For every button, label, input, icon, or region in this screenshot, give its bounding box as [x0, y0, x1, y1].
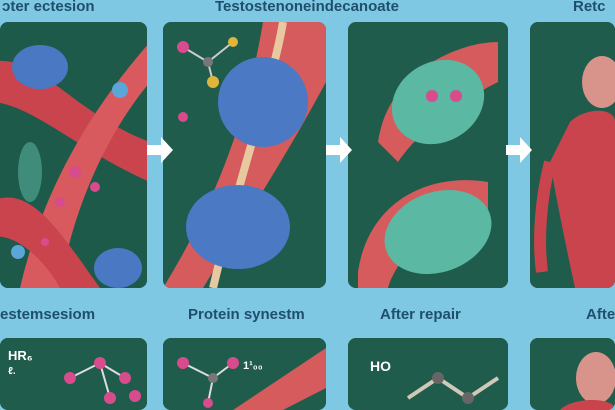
chem-formula: HO [370, 358, 391, 374]
label-top-left: ɔter ectesion [2, 0, 95, 15]
label-mid-far-right: Afte [586, 306, 615, 323]
arrow-right-icon [326, 135, 352, 165]
panel-chem-right: HO [348, 338, 508, 410]
panel-result-body [530, 22, 615, 288]
panel-chem-center: 1¹₀₀ [163, 338, 326, 410]
label-top-right: Retc [573, 0, 606, 15]
protein-cluster [12, 45, 68, 89]
label-top-center: Testostenoneindecanoate [215, 0, 399, 15]
protein-cluster [94, 248, 142, 288]
protein-cluster [218, 57, 308, 147]
panel-body-head [530, 338, 615, 410]
cell-core [18, 142, 42, 202]
panel-protein-synthesis [348, 22, 508, 288]
label-mid-right: After repair [380, 306, 461, 323]
panel-chem-left: HR₆ ℓ. [0, 338, 147, 410]
panel-muscle-injection [0, 22, 147, 288]
chem-subscript: ℓ. [8, 366, 16, 377]
protein-cluster [186, 185, 290, 269]
label-mid-center: Protein synestm [188, 306, 305, 323]
label-mid-left: estemsesiom [0, 306, 95, 323]
arrow-right-icon [506, 135, 532, 165]
panel-testosterone [163, 22, 326, 288]
chem-value: 1¹₀₀ [243, 360, 263, 372]
chem-formula: HR₆ [8, 348, 33, 363]
arrow-right-icon [147, 135, 173, 165]
